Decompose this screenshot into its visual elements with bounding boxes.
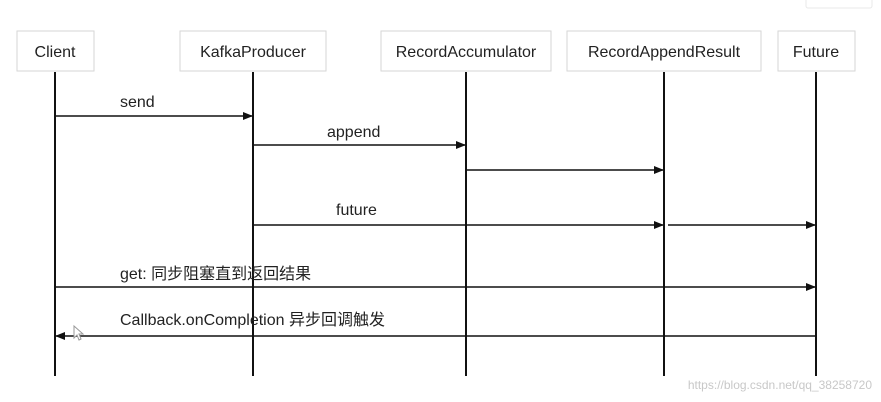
participant-future: Future [777,30,856,72]
participant-client-label: Client [35,44,76,61]
participant-accumulator-label: RecordAccumulator [396,44,537,61]
participant-future-label: Future [793,44,839,61]
message-get-label: get: 同步阻塞直到返回结果 [120,265,311,283]
mouse-cursor-icon [73,324,85,341]
message-callback-label: Callback.onCompletion 异步回调触发 [120,311,385,329]
participant-producer-label: KafkaProducer [200,44,307,61]
message-future-label: future [336,202,377,219]
participant-accumulator: RecordAccumulator [380,30,552,72]
participant-producer: KafkaProducer [179,30,327,72]
participant-appendresult-label: RecordAppendResult [588,44,741,61]
participant-appendresult: RecordAppendResult [566,30,762,72]
watermark-text: https://blog.csdn.net/qq_38258720 [688,378,872,392]
corner-tab [805,0,873,9]
message-send-label: send [120,94,155,111]
participant-client: Client [16,30,95,72]
message-append-label: append [327,124,380,141]
